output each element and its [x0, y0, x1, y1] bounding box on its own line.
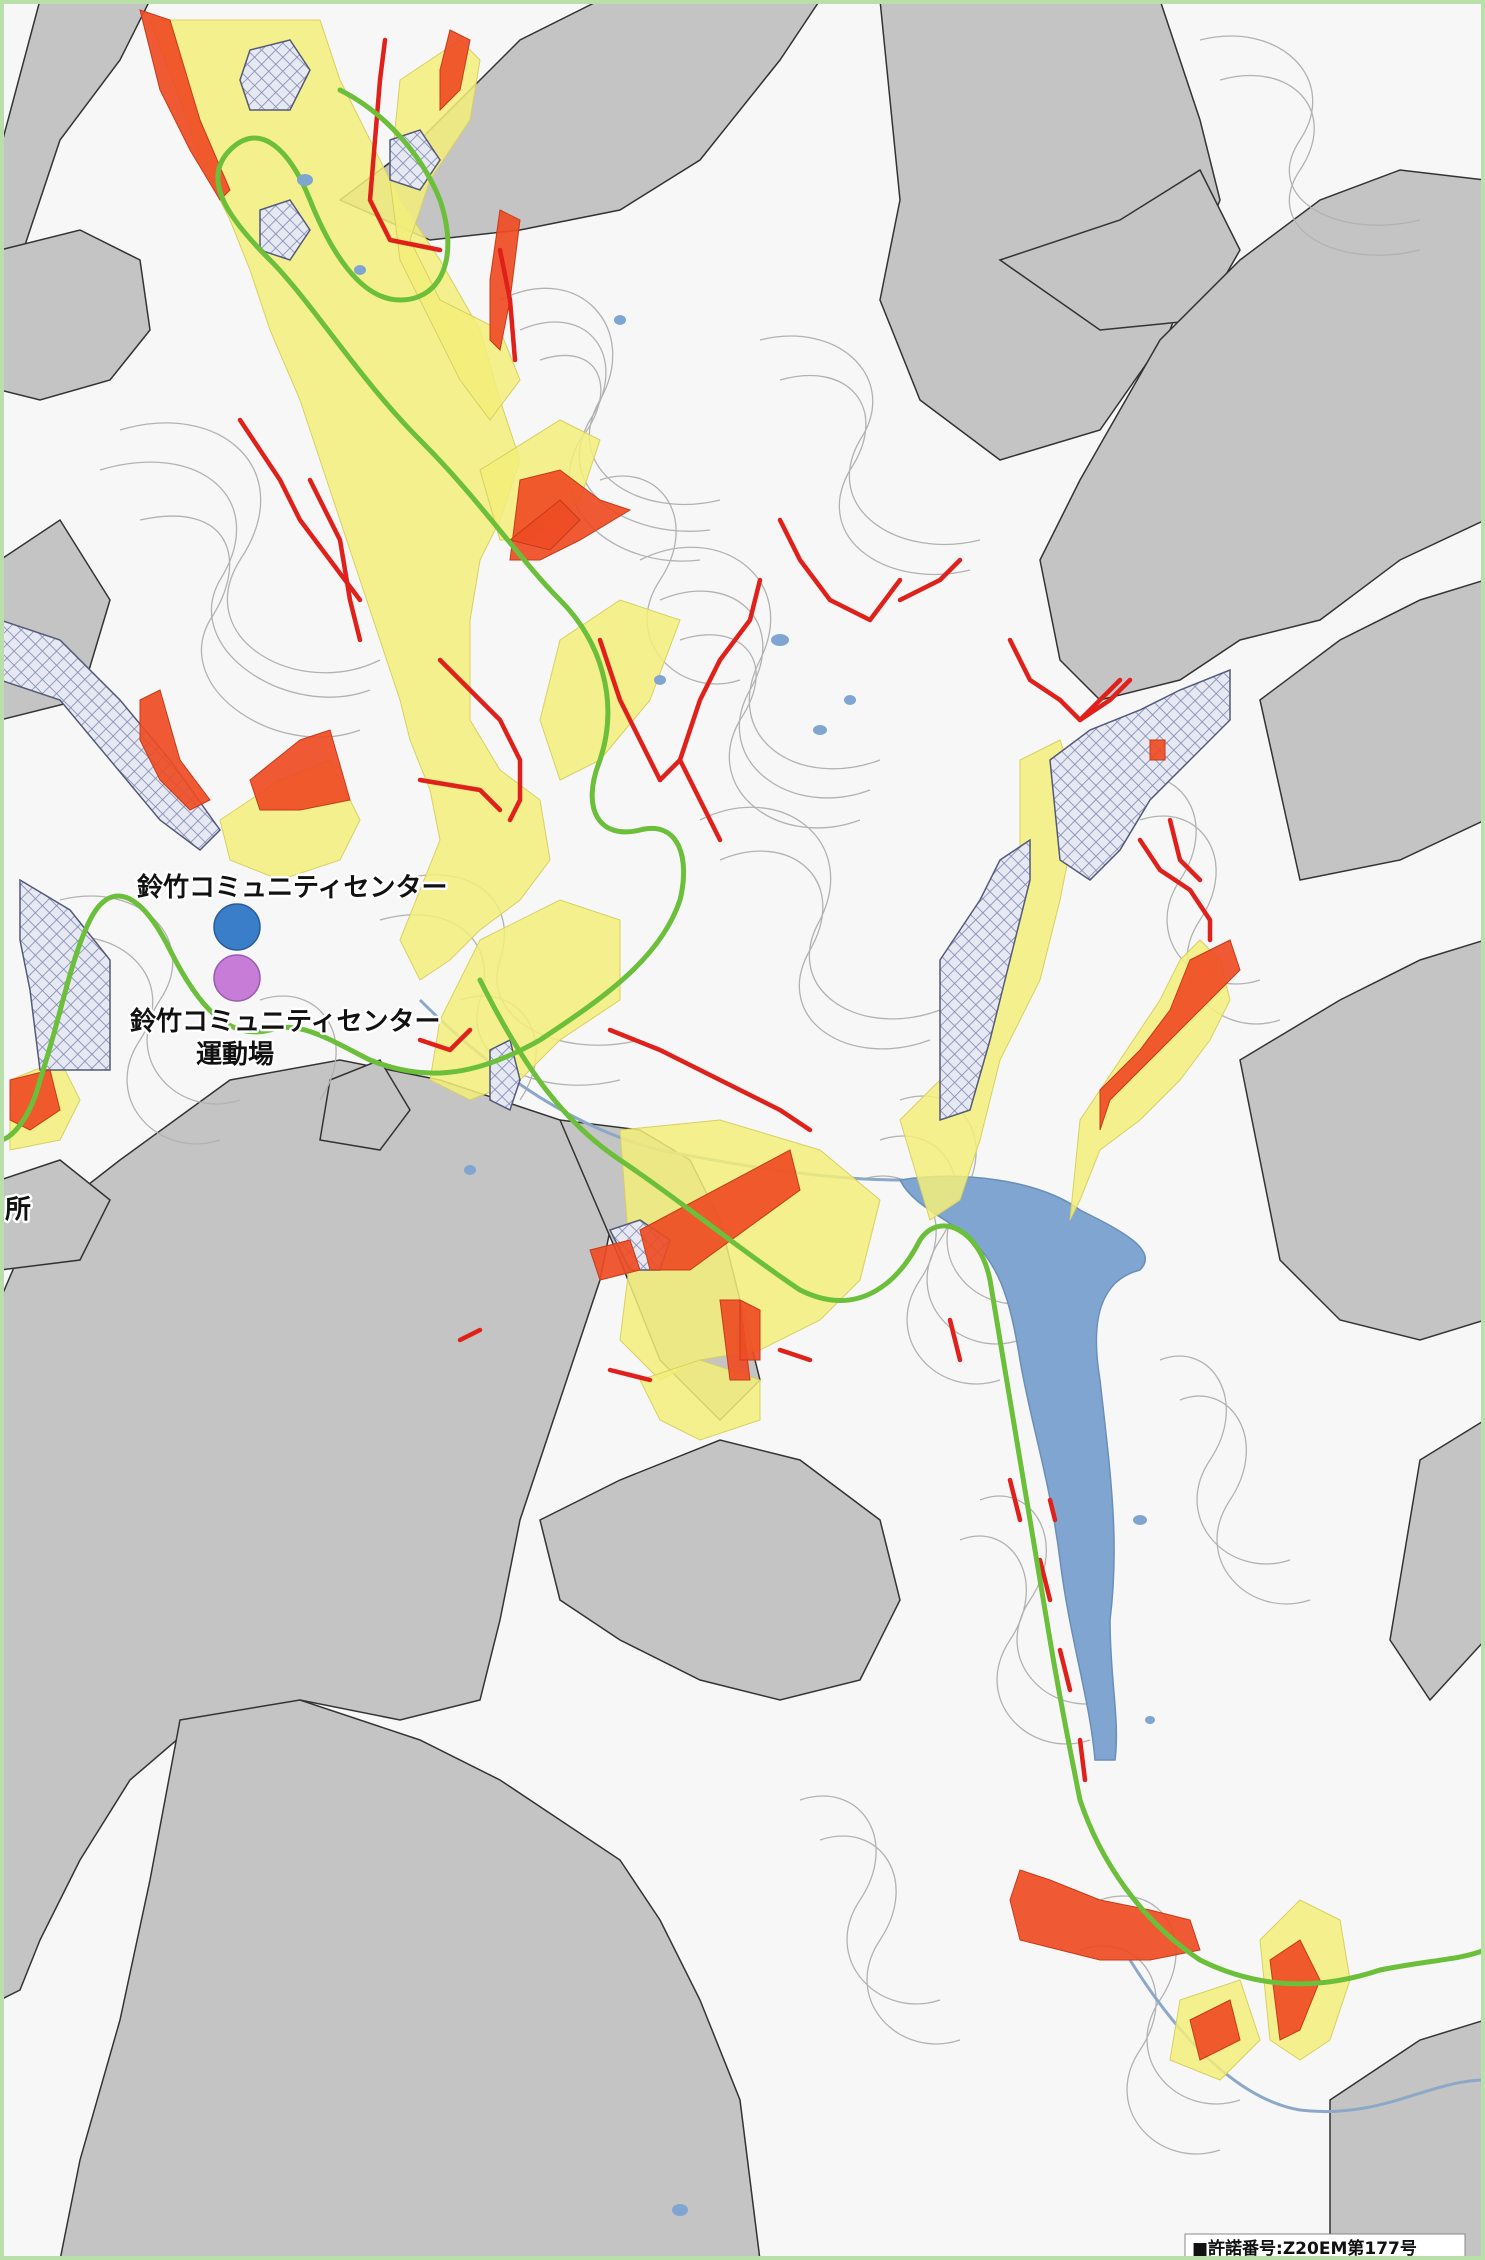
community-center-marker[interactable]	[213, 903, 261, 951]
red-hazard-lines	[237, 37, 1213, 1783]
permit-text: ■許諾番号:Z20EM第177号	[1192, 2238, 1417, 2259]
green-route-2	[477, 977, 1485, 1987]
permit-box	[1184, 2233, 1466, 2260]
permit-notice: ■許諾番号:Z20EM第177号	[1184, 2233, 1466, 2260]
sports-ground-label-line1: 鈴竹コミュニティセンター	[130, 1006, 440, 1037]
green-route	[0, 87, 687, 1143]
edge-fragment-label: 所	[5, 1195, 31, 1225]
reservoir	[898, 1175, 1147, 1761]
sports-ground-label-line2: 運動場	[196, 1040, 274, 1070]
community-center-label: 鈴竹コミュニティセンター	[137, 872, 447, 903]
red-hazard-zones	[9, 9, 1321, 2061]
sports-ground-marker[interactable]	[213, 954, 261, 1002]
ponds	[297, 174, 1155, 2216]
